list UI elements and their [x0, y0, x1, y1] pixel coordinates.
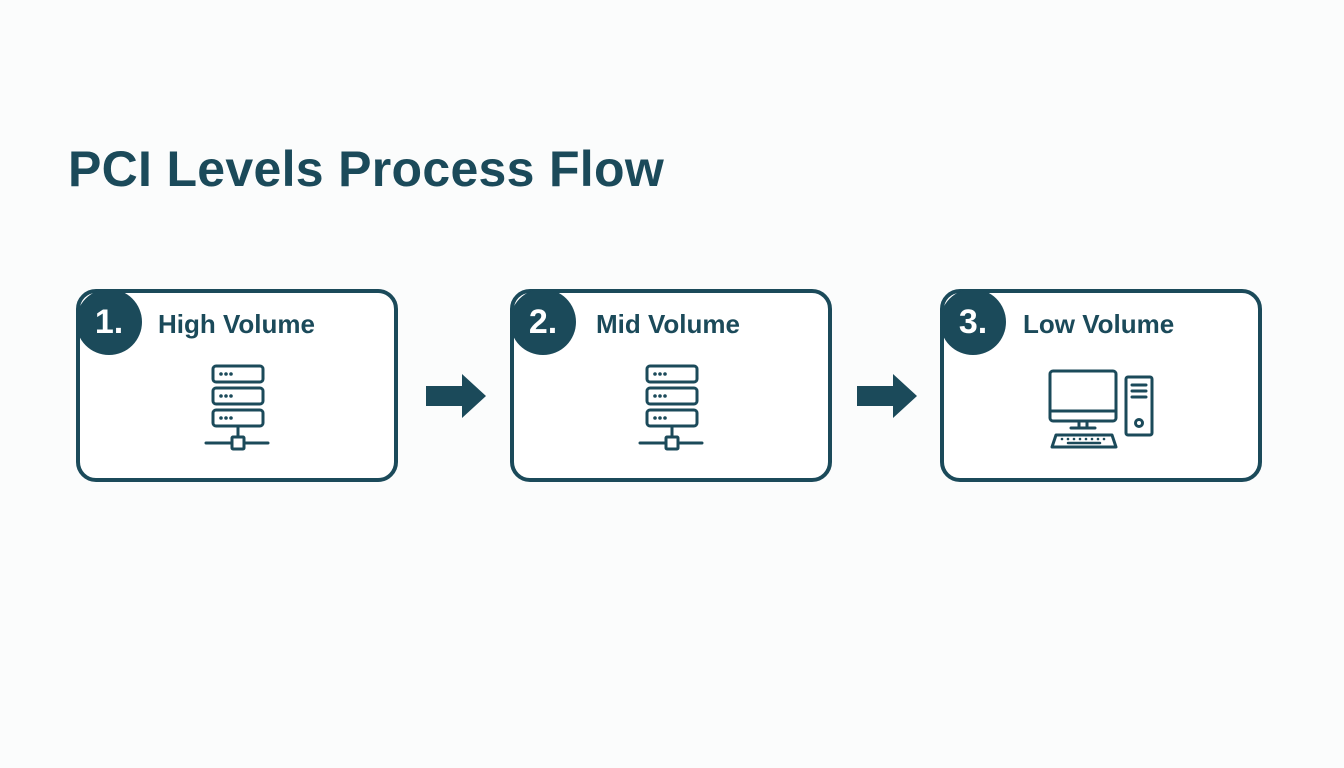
arrow-right-icon: [424, 373, 488, 419]
step-card-low-volume: 3. Low Volume: [940, 289, 1262, 482]
step-label: Mid Volume: [596, 309, 740, 339]
step-card-mid-volume: 2. Mid Volume: [510, 289, 832, 482]
step-label: Low Volume: [1023, 309, 1175, 339]
step-card-high-volume: 1. High Volume: [76, 289, 398, 482]
step-label: High Volume: [158, 309, 315, 339]
step-number-badge: 1.: [76, 289, 142, 355]
desktop-computer-icon: [944, 361, 1258, 461]
step-number-badge: 3.: [940, 289, 1006, 355]
server-rack-icon: [514, 361, 828, 461]
arrow-right-icon: [855, 373, 919, 419]
server-rack-icon: [80, 361, 394, 461]
diagram-title: PCI Levels Process Flow: [68, 141, 665, 197]
step-number-badge: 2.: [510, 289, 576, 355]
